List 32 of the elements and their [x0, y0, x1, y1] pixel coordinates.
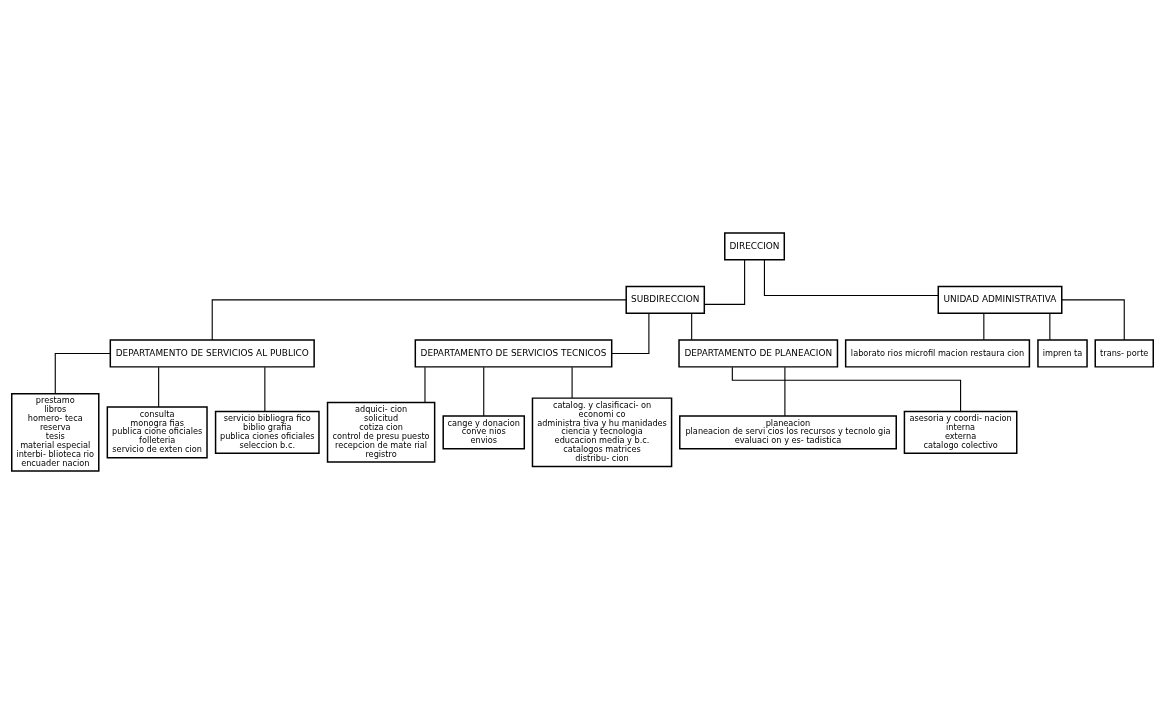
connector — [1061, 298, 1125, 341]
connector — [611, 312, 650, 354]
node-box: impren ta — [1037, 338, 1088, 368]
node-box: asesoria y coordi- nacion interna externa catalogo colectivo — [903, 410, 1018, 454]
node-box: servicio bibliogra fico biblio grafia publica ciones oficiales seleccion b.c. — [214, 410, 320, 454]
node-box: DEPARTAMENTO DE SERVICIOS TECNICOS — [414, 338, 613, 368]
connector — [264, 366, 266, 412]
connector — [483, 366, 485, 416]
connector — [158, 366, 160, 408]
node-box: trans- porte — [1094, 338, 1154, 368]
node-box: UNIDAD ADMINISTRATIVA — [937, 285, 1063, 314]
node-box: consulta monogra fias publica cione oficiales folleteria servicio de exten cion — [106, 405, 208, 458]
connector — [763, 258, 939, 296]
connector — [211, 298, 627, 341]
node-box: catalog. y clasificaci- on economi co administra tiva y hu manidades ciencia y tecnologia educacion media y b.c. catalogos matrices distribu- cion — [531, 396, 673, 467]
node-box: SUBDIRECCION — [625, 285, 706, 314]
connector — [784, 366, 786, 416]
connector — [691, 312, 693, 340]
connector — [54, 352, 111, 394]
node-box: DEPARTAMENTO DE SERVICIOS AL PUBLICO — [109, 338, 315, 368]
node-box: adquici- cion solicitud cotiza cion control de presu puesto recepcion de mate rial registro — [326, 401, 436, 463]
node-box: DIRECCION — [724, 231, 786, 260]
connector — [1049, 312, 1051, 340]
connector — [424, 366, 426, 403]
node-box: DEPARTAMENTO DE PLANEACION — [678, 338, 839, 368]
node-box: planeacion planeacion de servi cios los recursos y tecnolo gia evaluaci on y es- tadistica — [679, 414, 897, 449]
connector — [571, 366, 573, 399]
connector — [703, 258, 746, 305]
node-box: cange y donacion conve nios envios — [442, 414, 526, 449]
connector — [983, 312, 985, 340]
node-box: prestamo libros homero- teca reserva tesis material especial interbi- blioteca rio encuader nacion — [11, 392, 100, 472]
node-box: laborato rios microfil macion restaura cion — [844, 338, 1031, 368]
